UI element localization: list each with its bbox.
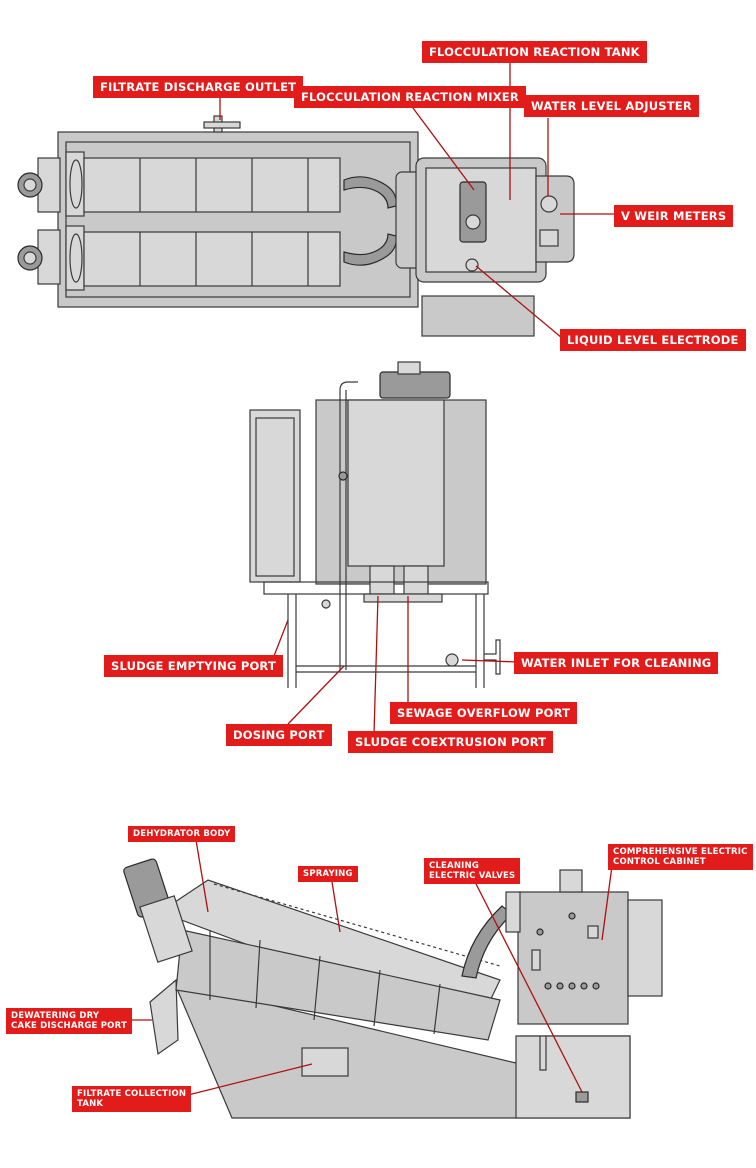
- control-cabinet-side: [627, 899, 663, 997]
- leader-lines: [128, 62, 614, 1097]
- label-v-weir-meters: V WEIR METERS: [614, 205, 734, 227]
- top-motor-lower: [17, 229, 61, 285]
- label-water-inlet-for-cleaning: WATER INLET FOR CLEANING: [514, 652, 719, 674]
- top-view: [17, 115, 575, 337]
- label-water-level-adjuster: WATER LEVEL ADJUSTER: [524, 95, 699, 117]
- water-level-adjuster-knob: [540, 195, 558, 213]
- label-dewatering-dry-cake-discharge-port: DEWATERING DRY CAKE DISCHARGE PORT: [6, 1008, 132, 1034]
- side-hose: [461, 905, 513, 979]
- side-view: [123, 858, 663, 1119]
- label-sewage-overflow-port: SEWAGE OVERFLOW PORT: [390, 702, 578, 724]
- liquid-level-electrode-fitting: [465, 258, 479, 272]
- top-screw-drum-upper: [65, 151, 341, 217]
- front-mixer-motor: [379, 371, 451, 399]
- label-dehydrator-body: DEHYDRATOR BODY: [128, 826, 236, 842]
- top-motor-upper: [17, 157, 61, 213]
- water-inlet-valve: [445, 653, 459, 667]
- label-filtrate-discharge-outlet: FILTRATE DISCHARGE OUTLET: [93, 76, 304, 98]
- label-dosing-port: DOSING PORT: [226, 724, 332, 746]
- label-filtrate-collection-tank: FILTRATE COLLECTION TANK: [72, 1086, 192, 1112]
- label-flocculation-reaction-mixer: FLOCCULATION REACTION MIXER: [294, 86, 526, 108]
- label-cleaning-electric-valves: CLEANING ELECTRIC VALVES: [424, 858, 521, 884]
- top-flocculation-tank: [395, 157, 575, 283]
- top-electric-cabinet: [421, 295, 535, 337]
- filtrate-tank-window: [301, 1047, 349, 1077]
- front-cabinet-door: [249, 409, 301, 583]
- label-sludge-emptying-port: SLUDGE EMPTYING PORT: [104, 655, 284, 677]
- label-spraying: SPRAYING: [298, 866, 358, 882]
- front-tank: [347, 399, 445, 567]
- dry-cake-chute: [149, 978, 179, 1056]
- label-liquid-level-electrode: LIQUID LEVEL ELECTRODE: [560, 329, 746, 351]
- label-comprehensive-electric-control-cabinet: COMPREHENSIVE ELECTRIC CONTROL CABINET: [608, 844, 753, 870]
- front-view: [249, 361, 501, 688]
- spray-pipe: [213, 883, 501, 967]
- mixer-motor: [459, 181, 487, 243]
- label-sludge-coextrusion-port: SLUDGE COEXTRUSION PORT: [348, 731, 554, 753]
- top-hose-lower: [343, 233, 397, 266]
- label-flocculation-reaction-tank: FLOCCULATION REACTION TANK: [422, 41, 647, 63]
- top-screw-drum-lower: [65, 225, 341, 291]
- top-hose-upper: [343, 176, 397, 209]
- screw-drum: [175, 929, 501, 1041]
- cleaning-valve: [575, 1091, 589, 1103]
